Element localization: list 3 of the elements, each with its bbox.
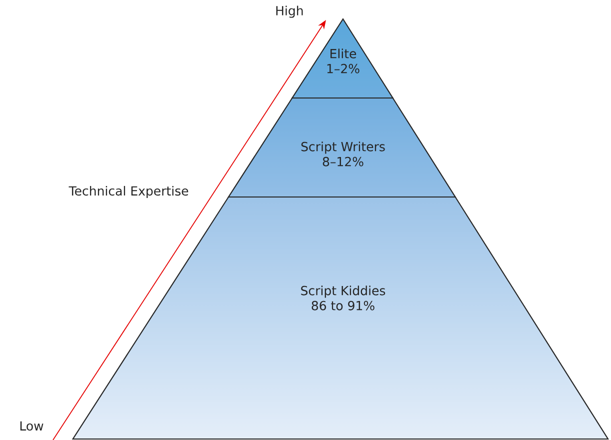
axis-label: Technical Expertise [68, 186, 188, 198]
axis-label: Low [20, 421, 44, 431]
axis-label: High [276, 6, 303, 18]
